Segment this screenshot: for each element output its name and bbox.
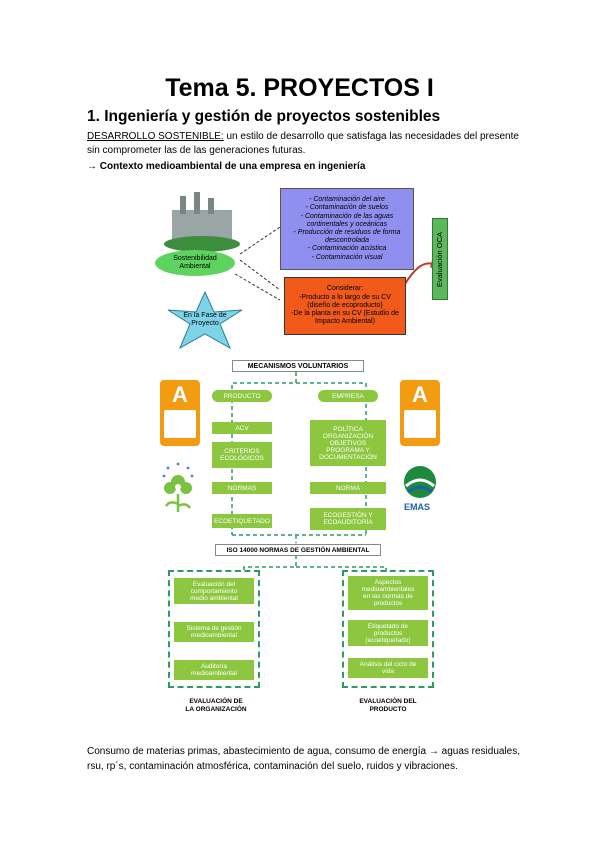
impacts-box: - Contaminación del aire - Contaminación… [280,188,414,270]
producto-item-ecoetiquetado: ECOETIQUETADO [212,514,272,528]
section-heading: 1. Ingeniería y gestión de proyectos sos… [87,108,441,125]
oca-evaluation-label: Evaluación OCA [435,231,445,287]
producto-item-criterios: CRITERIOS ECOLÓGICOS [212,442,272,468]
factory-illustration [164,192,240,252]
aplus-logo-right-letter: A [412,382,428,407]
diagram1-connectors [164,192,438,301]
iso-14000-header: ISO 14000 NORMAS DE GESTIÓN AMBIENTAL [215,544,381,556]
org-item-auditoria: Auditoría medioambiental [174,660,254,680]
aplus-logo-left-letter: A [172,382,188,407]
product-item-etiquetado: Etiquetado de productos (ecoetiquetado) [348,620,428,646]
producto-item-normas: NORMAS [212,482,272,494]
empresa-item-politica: POLÍTICA ORGANIZACIÓN OBJETIVOS PROGRAMA… [310,420,386,466]
empresa-item-norma: NORMA [310,482,386,494]
organization-group [168,570,260,688]
bottom-paragraph: Consumo de materias primas, abastecimien… [87,746,521,772]
emas-logo-icon [404,466,436,498]
product-item-analisis: Análisis del ciclo de vida [348,658,428,678]
oca-evaluation-box: Evaluación OCA [432,218,448,300]
project-phase-label: En la Fase de Proyecto [183,312,227,327]
sustainability-ellipse: Sostenibilidad Ambiental [155,250,235,276]
producto-item-acv: ACV [212,422,272,434]
context-line: → Contexto medioambiental de una empresa… [87,161,366,172]
emas-label: EMAS [404,502,431,512]
aplus-logo-left-icon: A [160,380,200,446]
org-item-evaluacion: Evaluación del comportamiento medio ambi… [174,578,254,604]
page-title: Tema 5. PROYECTOS I [165,74,434,102]
org-item-sistema: Sistema de gestión medioambiental [174,622,254,642]
eu-ecolabel-flower-icon [162,462,194,512]
organization-caption: EVALUACIÓN DE LA ORGANIZACIÓN [185,698,247,713]
product-item-aspectos: Aspectos medioambientales en las normas … [348,576,428,610]
consider-box: Considerar: -Producto a lo largo de su C… [284,277,406,335]
definition-term: DESARROLLO SOSTENIBLE: [87,131,224,142]
aplus-logo-right-icon: A [400,380,440,446]
definition-paragraph: DESARROLLO SOSTENIBLE: un estilo de desa… [87,130,527,158]
project-phase-star [167,290,243,350]
product-caption: EVALUACIÓN DEL PRODUCTO [359,698,417,713]
mechanisms-header: MECANISMOS VOLUNTARIOS [232,360,364,372]
empresa-pill: EMPRESA [318,390,378,402]
producto-pill: PRODUCTO [212,390,272,402]
definition-text: un estilo de desarrollo que satisfaga la… [87,131,519,156]
empresa-item-ecogestion: ECOGESTIÓN Y ECOAUDITORÍA [310,508,386,530]
product-group [342,570,434,688]
